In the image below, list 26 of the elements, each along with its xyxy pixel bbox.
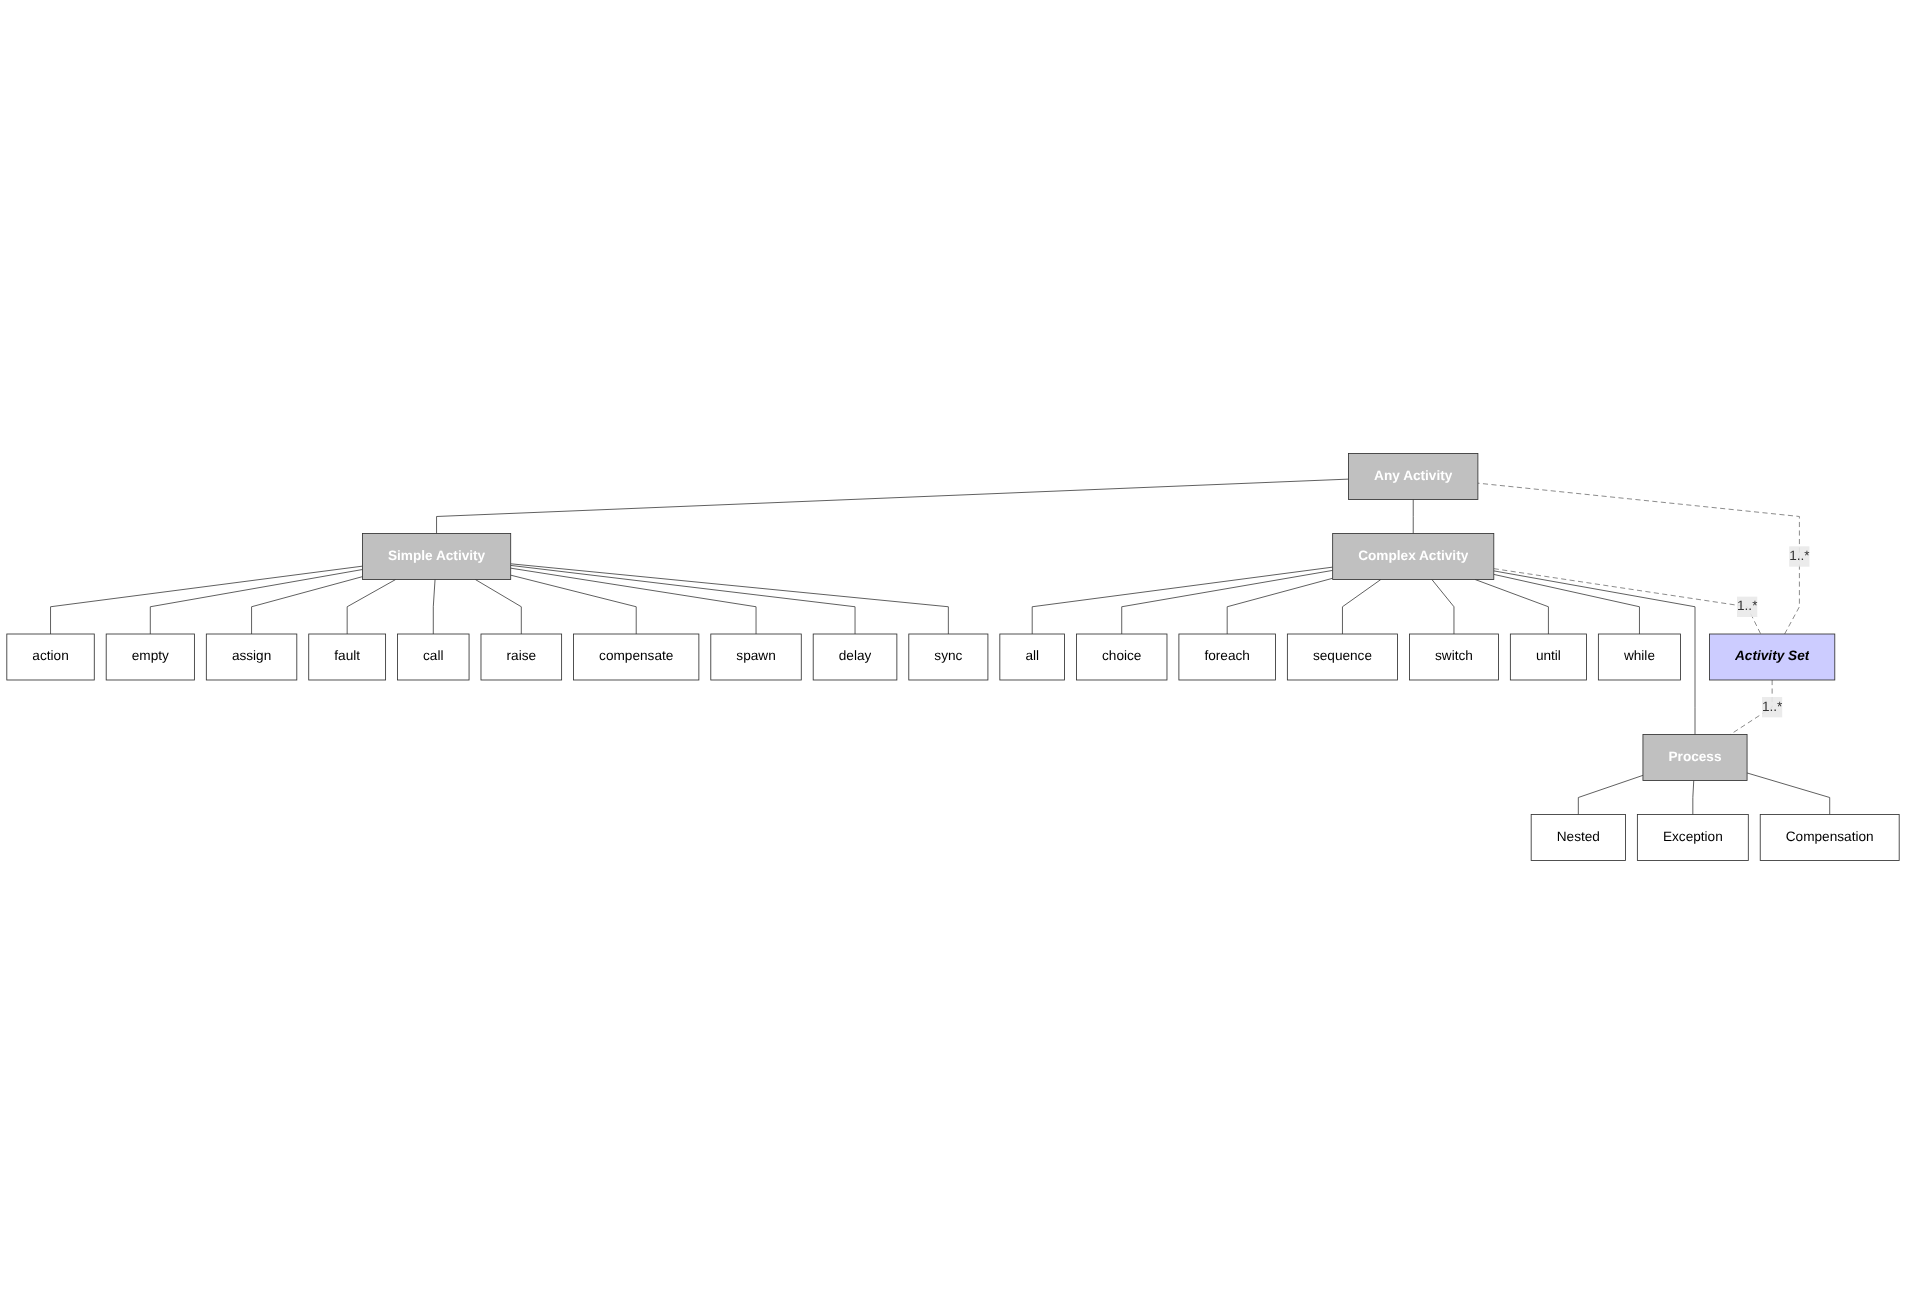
connector — [1121, 569, 1334, 635]
connector — [510, 563, 949, 635]
connector — [1729, 679, 1773, 735]
connector — [1226, 577, 1334, 635]
connector — [1474, 579, 1549, 635]
connector — [1692, 780, 1695, 815]
connector — [251, 576, 363, 635]
connector — [1412, 499, 1414, 534]
connector — [1577, 774, 1644, 815]
connector — [510, 574, 637, 635]
connector — [346, 579, 397, 635]
connector — [1746, 772, 1831, 815]
connector — [1342, 579, 1382, 635]
connector — [510, 565, 856, 635]
connector — [1493, 568, 1762, 635]
connector — [1493, 573, 1640, 635]
connector — [1031, 566, 1334, 635]
connector — [50, 565, 363, 635]
connector — [1477, 482, 1800, 635]
connector — [149, 569, 363, 635]
connector — [436, 478, 1349, 534]
connector — [1493, 570, 1696, 735]
connector — [1431, 579, 1455, 635]
connector — [474, 579, 522, 635]
connector — [510, 567, 757, 635]
connector — [432, 579, 436, 635]
